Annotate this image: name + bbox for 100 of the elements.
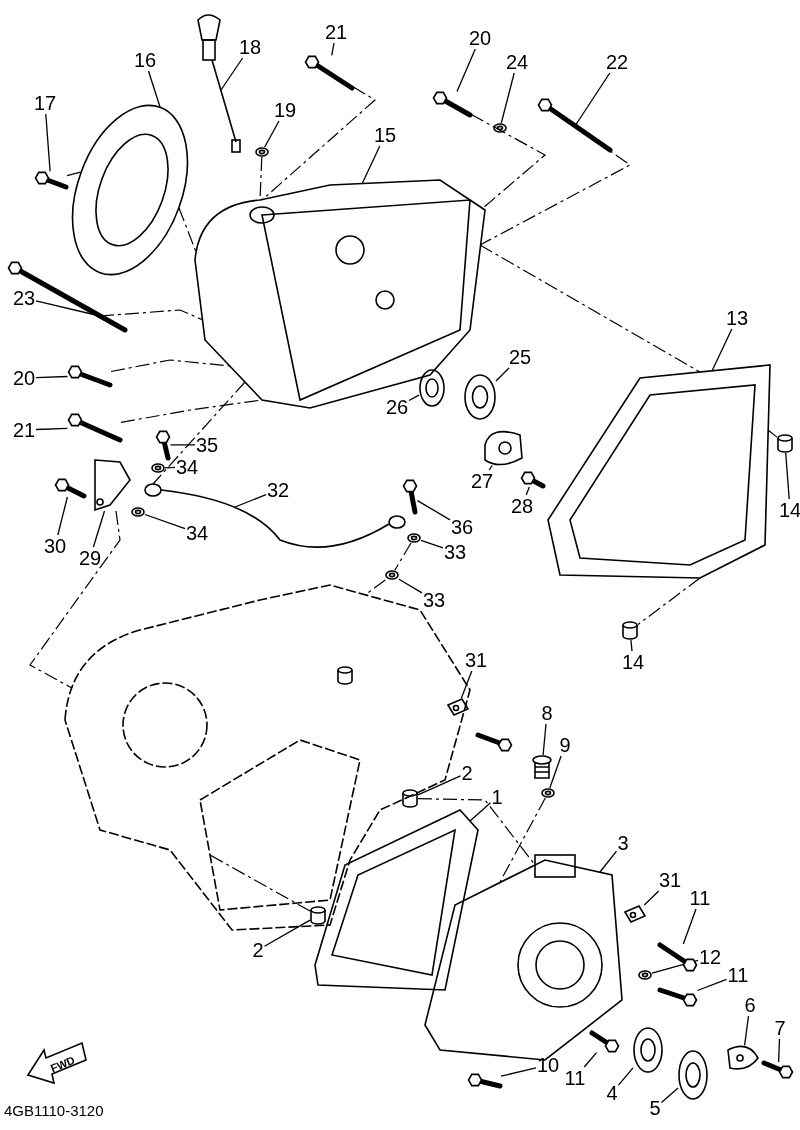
- bolt-icon: [67, 365, 113, 388]
- callout-number: 33: [442, 541, 468, 563]
- seal-icon: [464, 374, 496, 420]
- leader-line: [643, 890, 660, 906]
- bolt-icon: [432, 91, 473, 118]
- callout-number: 34: [184, 522, 210, 544]
- callout-number: 3: [616, 832, 630, 854]
- bolt-icon: [520, 471, 546, 489]
- leader-line: [651, 959, 699, 974]
- callout-number: 2: [251, 939, 265, 961]
- callout-number: 20: [11, 367, 37, 389]
- leader-line: [220, 57, 244, 91]
- gasket-drawing: [547, 364, 771, 579]
- assembly-line: [209, 854, 311, 912]
- assembly-line: [110, 359, 231, 373]
- part-number: 4GB1110-3120: [4, 1102, 104, 1119]
- callout-number: 1: [490, 786, 504, 808]
- assembly-line: [470, 113, 547, 209]
- callout-number: 14: [620, 651, 646, 673]
- assembly-line: [152, 381, 246, 485]
- leader-line: [398, 578, 423, 594]
- bolt-icon: [54, 478, 87, 499]
- bolt-icon: [67, 413, 123, 443]
- bolt-icon: [467, 1073, 503, 1089]
- leader-line: [500, 72, 515, 124]
- callout-number: 34: [174, 456, 200, 478]
- leader-line: [456, 48, 476, 93]
- seal-icon: [419, 369, 445, 407]
- dowel-icon: [777, 434, 793, 453]
- callout-number: 19: [272, 99, 298, 121]
- callout-number: 22: [604, 51, 630, 73]
- bolt-icon: [155, 430, 171, 461]
- washer-icon: [493, 123, 507, 133]
- leader-line: [469, 802, 492, 822]
- washer-icon: [151, 463, 165, 473]
- leader-line: [495, 367, 510, 382]
- washer-icon: [638, 970, 652, 980]
- leader-line: [144, 513, 186, 530]
- leader-line: [57, 496, 69, 536]
- callout-number: 8: [540, 702, 554, 724]
- callout-number: 29: [77, 547, 103, 569]
- leader-line: [549, 755, 562, 789]
- plug-icon: [532, 755, 552, 779]
- leader-line: [416, 499, 451, 521]
- leader-line: [711, 328, 733, 372]
- callout-number: 7: [773, 1017, 787, 1039]
- leader-line: [234, 494, 267, 508]
- oil-pipe-drawing: [144, 483, 406, 548]
- callout-number: 33: [421, 589, 447, 611]
- callout-number: 21: [323, 21, 349, 43]
- leader-line: [583, 1051, 598, 1068]
- callout-number: 16: [132, 49, 158, 71]
- leader-line: [408, 394, 420, 402]
- assembly-line: [394, 542, 412, 571]
- leader-line: [743, 1015, 750, 1047]
- leader-line: [682, 908, 697, 945]
- leader-line: [263, 919, 311, 947]
- leader-line: [660, 1087, 679, 1104]
- assembly-line: [767, 429, 778, 438]
- leader-line: [45, 113, 51, 173]
- arrow-label: FWD: [48, 1053, 77, 1075]
- plate-drawing: [484, 430, 523, 466]
- callout-number: 11: [726, 964, 750, 986]
- callout-number: 36: [449, 516, 475, 538]
- callout-number: 9: [558, 734, 572, 756]
- dowel-icon: [402, 789, 418, 808]
- callout-number: 20: [467, 27, 493, 49]
- washer-icon: [541, 788, 555, 798]
- lock-plate-icon: [727, 1045, 759, 1070]
- bolt-icon: [657, 942, 698, 972]
- leader-line: [35, 427, 69, 431]
- bolt-icon: [589, 1030, 620, 1053]
- leader-line: [169, 444, 196, 446]
- assembly-line: [637, 577, 701, 626]
- callout-number: 32: [265, 479, 291, 501]
- callout-number: 35: [194, 434, 220, 456]
- leader-line: [574, 72, 611, 127]
- seal-icon: [633, 1027, 663, 1073]
- callout-number: 10: [535, 1054, 561, 1076]
- assembly-line: [29, 510, 121, 689]
- leader-line: [500, 1067, 537, 1077]
- callout-number: 21: [11, 419, 37, 441]
- bolt-icon: [537, 98, 613, 153]
- assembly-line: [178, 207, 197, 253]
- callout-number: 18: [237, 36, 263, 58]
- clamp-icon: [623, 905, 647, 923]
- callout-number: 11: [563, 1067, 587, 1089]
- assembly-line: [479, 244, 701, 373]
- callout-number: 14: [777, 499, 800, 521]
- bolt-icon: [657, 987, 698, 1007]
- callout-number: 4: [605, 1082, 619, 1104]
- callout-number: 26: [384, 396, 410, 418]
- callout-number: 15: [372, 124, 398, 146]
- bolt-icon: [475, 732, 513, 752]
- bracket-drawing: [94, 459, 131, 512]
- leader-line: [147, 70, 161, 108]
- callout-number: 11: [688, 887, 712, 909]
- dowel-icon: [622, 621, 638, 640]
- leader-line: [525, 486, 530, 496]
- leader-line: [488, 464, 493, 471]
